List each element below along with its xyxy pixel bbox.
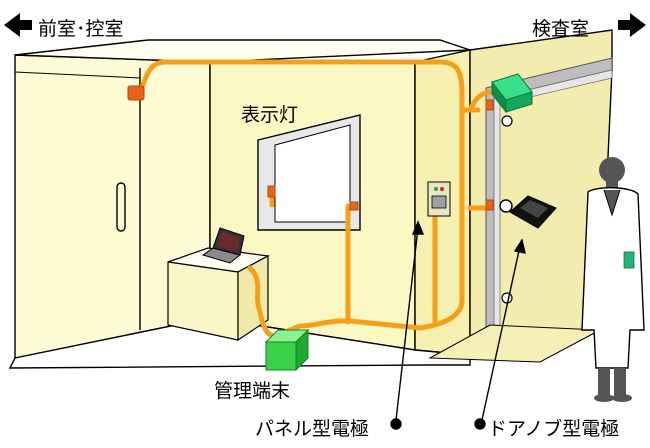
callout-pointers: [390, 220, 526, 430]
doctor-silhouette-icon: [581, 157, 645, 402]
door-knob-electrode: [499, 195, 557, 229]
right-arrow-icon: [618, 13, 646, 37]
indicator-light-label: 表示灯: [241, 104, 299, 126]
connectors: [127, 85, 494, 211]
panel-electrode-device: [427, 181, 451, 217]
door-sensor: [491, 73, 533, 114]
left-arrow-icon: [4, 13, 32, 37]
laptop-icon: [201, 227, 245, 264]
management-terminal-label: 管理端末: [214, 380, 291, 402]
anteroom-label: 前室･控室: [38, 18, 124, 40]
management-terminal-box: [264, 328, 310, 372]
desk: [167, 247, 270, 342]
left-door: [14, 68, 141, 330]
cables: [133, 59, 503, 339]
panel-electrode-label: パネル型電極: [255, 418, 370, 440]
door-handle: [116, 182, 126, 232]
window: [257, 114, 361, 231]
exam-room-label: 検査室: [532, 18, 590, 40]
door-knob-electrode-label: ドアノブ型電極: [488, 418, 620, 440]
